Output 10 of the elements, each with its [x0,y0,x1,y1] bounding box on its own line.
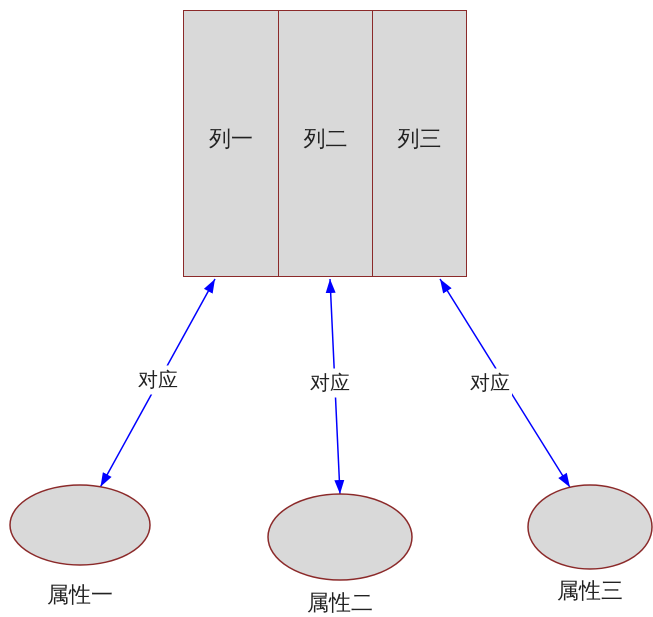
attribute-label: 属性二 [307,590,373,617]
edge-label: 对应 [468,368,512,398]
table-column: 列三 [372,10,467,277]
table-column: 列一 [183,10,279,277]
edge-label: 对应 [136,366,180,394]
attribute-label: 属性一 [47,582,113,610]
attribute-label: 属性三 [557,578,623,606]
double-arrow [439,278,571,488]
edge-label: 对应 [308,368,352,398]
table-column: 列二 [278,10,373,277]
